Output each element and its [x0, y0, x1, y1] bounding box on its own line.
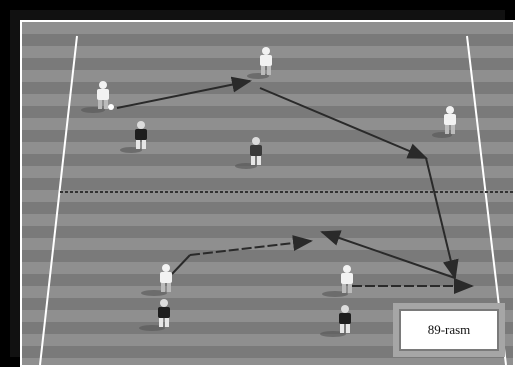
pass-arrow	[116, 76, 252, 109]
caption-inner: 89-rasm	[399, 309, 499, 351]
caption-box: 89-rasm	[393, 303, 505, 357]
figure-caption: 89-rasm	[427, 322, 471, 337]
pass-arrow	[259, 87, 428, 159]
pitch-border: 89-rasm	[20, 20, 515, 367]
player-dark	[139, 299, 170, 331]
drill-diagram	[39, 35, 513, 365]
player-dark	[320, 305, 351, 337]
pass-arrow	[189, 235, 313, 256]
left-touchline	[39, 35, 78, 365]
pass-arrow	[425, 157, 459, 280]
player-white	[141, 264, 172, 296]
player-white	[81, 81, 114, 113]
player-white	[322, 265, 353, 297]
pass-arrow	[320, 230, 456, 279]
pass-arrow	[171, 254, 191, 275]
player-white	[432, 106, 456, 138]
player-dark	[120, 121, 147, 153]
player-white	[235, 137, 262, 169]
player-white	[247, 47, 272, 79]
